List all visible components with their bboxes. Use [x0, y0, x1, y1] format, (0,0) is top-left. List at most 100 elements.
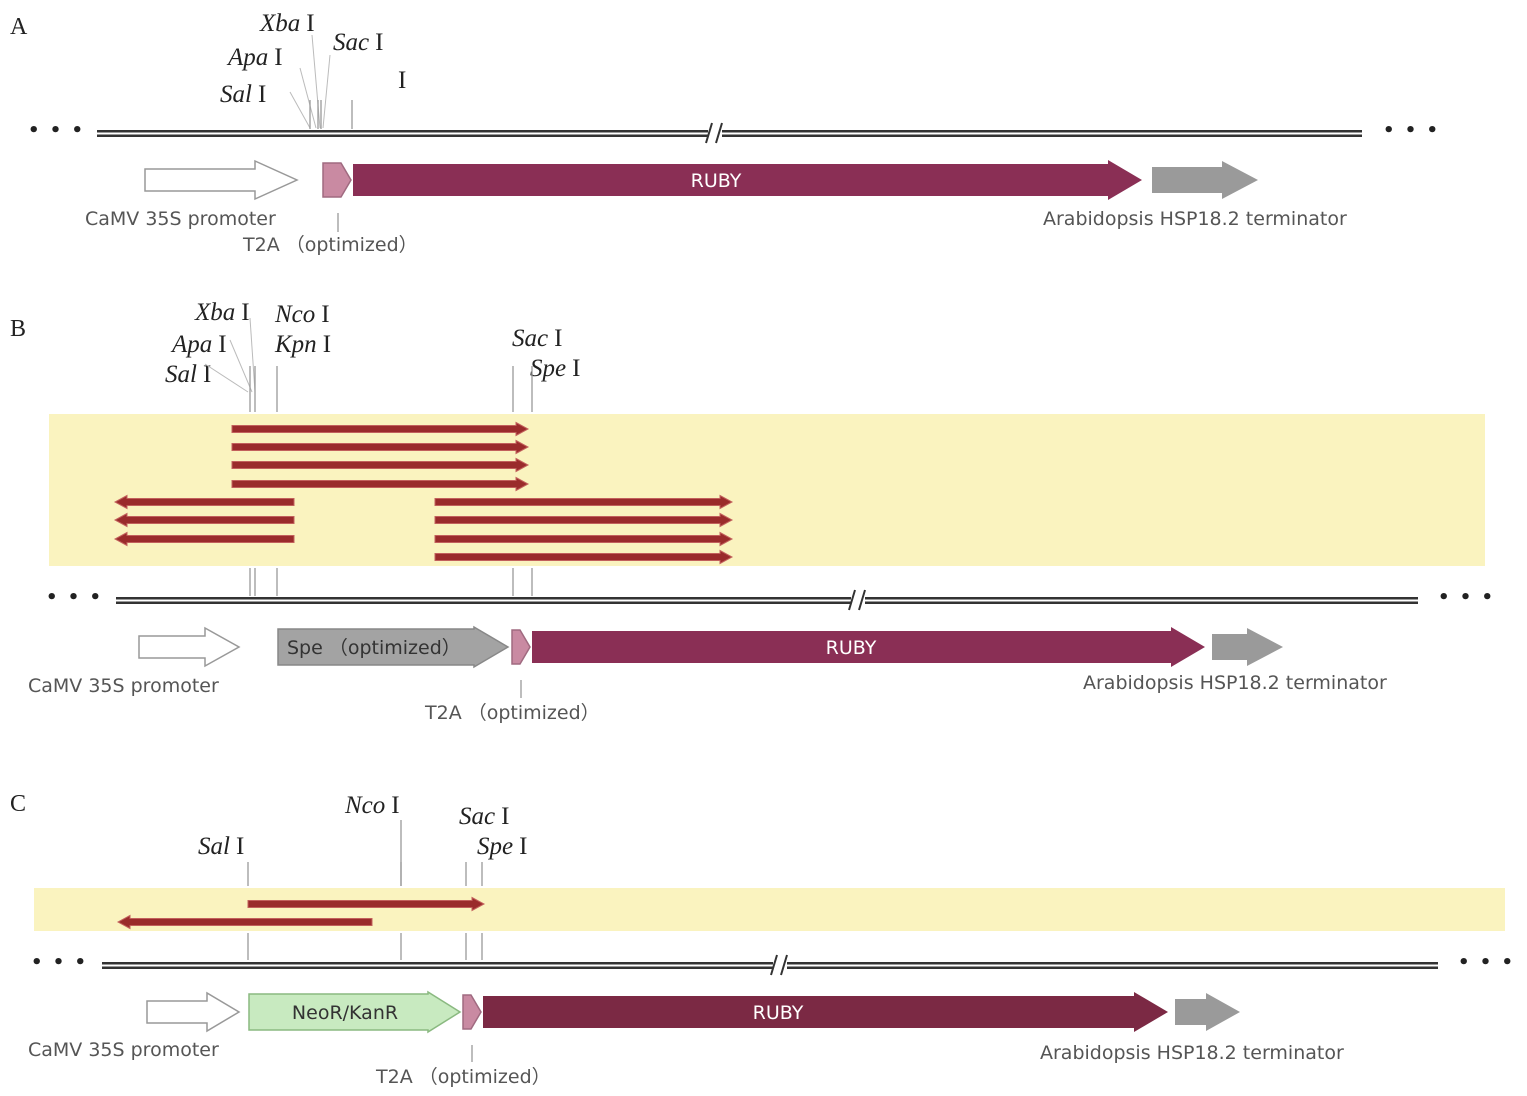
enzyme-suffix: I	[306, 10, 314, 37]
promoter-arrow	[144, 159, 299, 201]
enzyme-name: Sac	[333, 29, 369, 56]
backbone	[97, 122, 1362, 144]
enzyme-name: Nco	[344, 792, 385, 819]
enzyme-suffix: I	[241, 299, 249, 326]
terminator-arrow	[1152, 161, 1258, 199]
backbone	[102, 954, 1438, 976]
enzyme-suffix: I	[236, 833, 244, 860]
enzyme-suffix: I	[218, 331, 226, 358]
site-leader-line	[289, 91, 311, 129]
backbone-strand-top	[102, 962, 1438, 965]
enzyme-suffix: I	[323, 331, 331, 358]
enzyme-suffix: I	[203, 361, 211, 388]
break-mark-icon	[858, 589, 866, 611]
site-leader-line	[299, 67, 317, 129]
enzyme-name: Kpn	[274, 331, 317, 358]
t2a-arrow	[462, 994, 482, 1030]
promoter-label: CaMV 35S promoter	[28, 1039, 219, 1061]
enzyme-suffix: I	[375, 29, 383, 56]
backbone-strand-top	[97, 130, 1362, 133]
enzyme-suffix: I	[501, 803, 509, 830]
t2a-label: T2A （optimized）	[375, 1066, 551, 1088]
backbone-strand-bottom	[97, 134, 1362, 137]
panel-label-a: A	[10, 14, 28, 40]
sequencing-read-forward	[247, 896, 486, 912]
ruby-arrow	[353, 160, 1142, 200]
enzyme-suffix: I	[554, 325, 562, 352]
ellipsis-right: • • •	[1458, 952, 1515, 973]
ruby-label: RUBY	[691, 170, 742, 192]
ellipsis-right: • • •	[1438, 587, 1495, 608]
enzyme-name: Sal	[198, 833, 230, 860]
sequencing-read-forward	[231, 476, 530, 492]
enzyme-name: Xba	[194, 299, 235, 326]
terminator-label: Arabidopsis HSP18.2 terminator	[1083, 672, 1387, 694]
break-mark-icon	[770, 954, 778, 976]
sequencing-read-forward	[231, 421, 530, 437]
panel-label-b: B	[10, 316, 26, 342]
promoter-label: CaMV 35S promoter	[85, 208, 276, 230]
site-leader-line	[322, 54, 331, 129]
enzyme-suffix: I	[398, 67, 406, 94]
enzyme-name: Apa	[226, 44, 268, 71]
enzyme-suffix: I	[391, 792, 399, 819]
ruby-label: RUBY	[753, 1002, 804, 1024]
ellipsis-left: • • •	[31, 952, 88, 973]
enzyme-name: Spe	[530, 355, 566, 382]
sequencing-read-forward	[434, 549, 734, 565]
ellipsis-left: • • •	[28, 120, 85, 141]
enzyme-name: Sal	[220, 81, 252, 108]
enzyme-suffix: I	[274, 44, 282, 71]
backbone	[116, 589, 1418, 611]
t2a-label: T2A （optimized）	[424, 702, 600, 724]
enzyme-name: Sal	[165, 361, 197, 388]
sequencing-read-forward	[231, 439, 530, 455]
enzyme-name: Xba	[259, 10, 300, 37]
backbone-strand-top	[116, 597, 1418, 600]
enzyme-suffix: I	[519, 833, 527, 860]
restriction-site-label: I	[398, 67, 406, 94]
site-leader-line	[229, 339, 253, 393]
sequencing-coverage-band	[49, 414, 1485, 566]
panel-label-c: C	[10, 791, 26, 817]
break-mark-icon	[705, 122, 713, 144]
enzyme-name: Nco	[274, 301, 315, 328]
promoter-arrow	[146, 991, 241, 1033]
sequencing-read-reverse	[113, 494, 295, 510]
enzyme-name: Sac	[512, 325, 548, 352]
break-mark-icon	[715, 122, 723, 144]
ruby-label: RUBY	[826, 637, 877, 659]
promoter-arrow	[138, 626, 241, 668]
enzyme-name: Apa	[170, 331, 212, 358]
terminator-label: Arabidopsis HSP18.2 terminator	[1043, 208, 1347, 230]
backbone-strand-bottom	[116, 601, 1418, 604]
neor-insert-label: NeoR/KanR	[292, 1002, 398, 1024]
sequencing-read-forward	[434, 531, 734, 547]
enzyme-suffix: I	[572, 355, 580, 382]
terminator-arrow	[1175, 993, 1240, 1031]
enzyme-name: Spe	[477, 833, 513, 860]
enzyme-suffix: I	[321, 301, 329, 328]
sequencing-read-reverse	[116, 914, 373, 930]
enzyme-name: Sac	[459, 803, 495, 830]
ellipsis-left: • • •	[46, 587, 103, 608]
t2a-arrow	[511, 629, 531, 665]
terminator-label: Arabidopsis HSP18.2 terminator	[1040, 1042, 1344, 1064]
enzyme-suffix: I	[258, 81, 266, 108]
t2a-arrow	[322, 162, 352, 198]
